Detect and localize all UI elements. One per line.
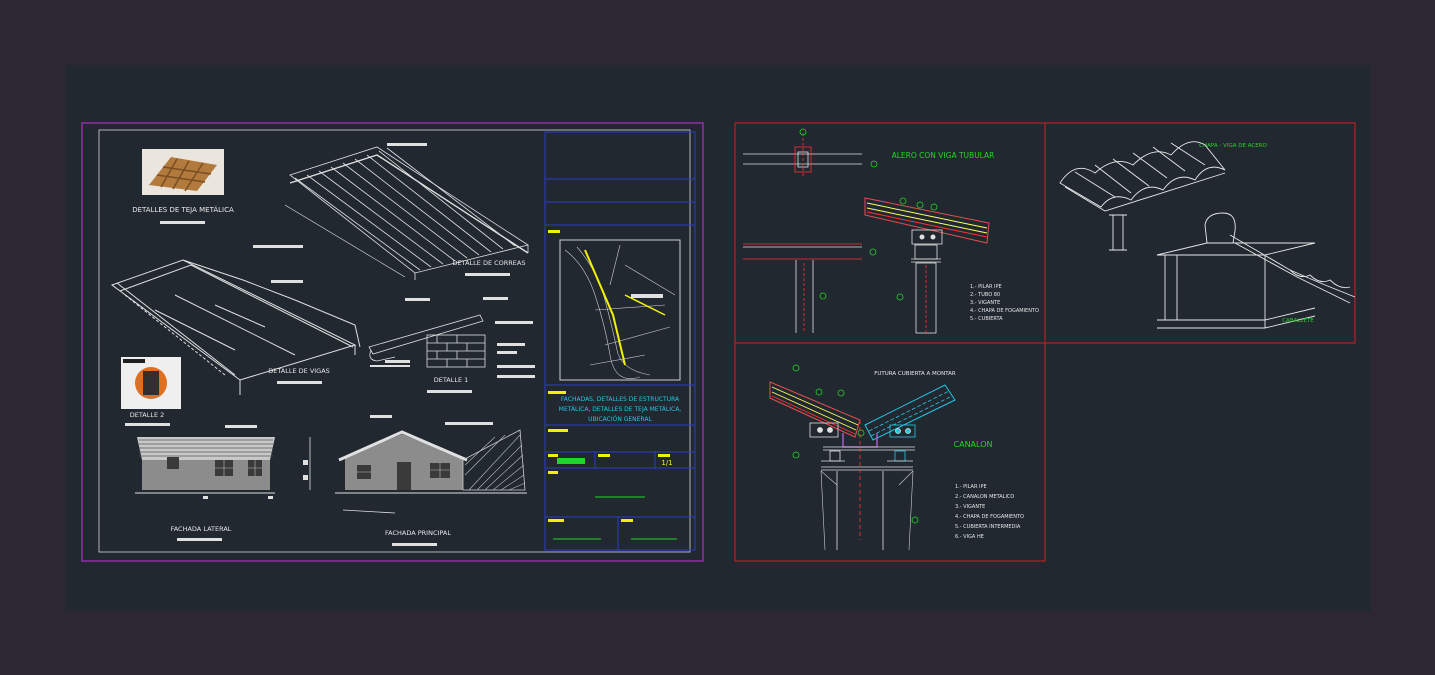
title-block bbox=[544, 131, 696, 551]
cad-drawing: DETALLES DE TEJA METÁLICA DETALLE DE COR… bbox=[81, 122, 1356, 562]
canalon-left-slope bbox=[769, 381, 861, 438]
detalle-2-photo bbox=[121, 357, 181, 409]
sheet-chapa: CHAPA - VIGA DE ACERO CABALLETE bbox=[1044, 122, 1356, 344]
sheet-canalon: FUTURA CUBIERTA A MONTAR CANALON bbox=[734, 342, 1046, 562]
canalon-legend-4: 4.- CHAPA DE FOGAMIENTO bbox=[955, 514, 1024, 520]
label-fachada-lateral: FACHADA LATERAL bbox=[171, 525, 232, 533]
caballete-label: CABALLETE bbox=[1282, 318, 1314, 324]
title-line-2: METÁLICA, DETALLES DE TEJA METÁLICA, bbox=[559, 406, 682, 413]
alero-roof-section bbox=[864, 197, 990, 334]
label-fachada-principal: FACHADA PRINCIPAL bbox=[385, 529, 451, 537]
location-map bbox=[564, 244, 676, 379]
sheet-number: 1/1 bbox=[661, 459, 672, 467]
teja-photo bbox=[142, 149, 224, 195]
alero-legend: 1.- PILAR IPE 2.- TUBO 80 3.- VIGANTE 4.… bbox=[970, 284, 1039, 322]
alero-legend-5: 5.- CUBIERTA bbox=[970, 316, 1003, 322]
chapa-steel-beam bbox=[1156, 212, 1356, 329]
canalon-legend-6: 6.- VIGA HE bbox=[955, 534, 984, 540]
label-detalle-1: DETALLE 1 bbox=[434, 376, 469, 384]
alero-legend-2: 2.- TUBO 80 bbox=[970, 292, 1000, 298]
canalon-legend-3: 3.- VIGANTE bbox=[955, 504, 985, 510]
label-detalle-2: DETALLE 2 bbox=[130, 411, 165, 419]
sheet-left: DETALLES DE TEJA METÁLICA DETALLE DE COR… bbox=[81, 122, 704, 562]
vigas-frame bbox=[110, 259, 361, 395]
sheet-alero: ALERO CON VIGA TUBULAR bbox=[734, 122, 1046, 344]
alero-title: ALERO CON VIGA TUBULAR bbox=[892, 151, 995, 160]
correas-roof bbox=[284, 146, 529, 280]
chapa-title: CHAPA - VIGA DE ACERO bbox=[1199, 143, 1267, 149]
canalon-legend: 1.- PILAR IPE 2.- CANALON METALICO 3.- V… bbox=[955, 484, 1024, 540]
sheet-chapa-border bbox=[1044, 122, 1356, 344]
alero-legend-4: 4.- CHAPA DE FOGAMIENTO bbox=[970, 308, 1039, 314]
title-line-3: UBICACIÓN GENERAL bbox=[588, 416, 652, 423]
canalon-legend-1: 1.- PILAR IPE bbox=[955, 484, 987, 490]
futura-label: FUTURA CUBIERTA A MONTAR bbox=[874, 371, 956, 377]
title-block-green-bar bbox=[557, 458, 585, 464]
title-line-1: FACHADAS, DETALLES DE ESTRUCTURA bbox=[561, 396, 680, 403]
label-detalle-teja: DETALLES DE TEJA METÁLICA bbox=[132, 205, 234, 214]
chapa-panel bbox=[1059, 141, 1226, 251]
alero-legend-1: 1.- PILAR IPE bbox=[970, 284, 1002, 290]
canalon-title: CANALON bbox=[954, 440, 993, 449]
canalon-legend-5: 5.- CUBIERTA INTERMEDIA bbox=[955, 524, 1021, 530]
cad-drawing-canvas[interactable]: DETALLES DE TEJA METÁLICA DETALLE DE COR… bbox=[65, 65, 1371, 611]
fachada-principal bbox=[309, 429, 527, 514]
canalon-legend-2: 2.- CANALON METALICO bbox=[955, 494, 1014, 500]
detalle-1 bbox=[368, 314, 486, 368]
sheet-left-border bbox=[81, 122, 704, 562]
canalon-right-slope bbox=[864, 384, 956, 441]
label-detalle-correas: DETALLE DE CORREAS bbox=[453, 259, 526, 267]
sheet-canalon-border bbox=[734, 342, 1046, 562]
fachada-lateral bbox=[135, 437, 275, 499]
alero-legend-3: 3.- VIGANTE bbox=[970, 300, 1000, 306]
label-detalle-vigas: DETALLE DE VIGAS bbox=[268, 367, 330, 375]
